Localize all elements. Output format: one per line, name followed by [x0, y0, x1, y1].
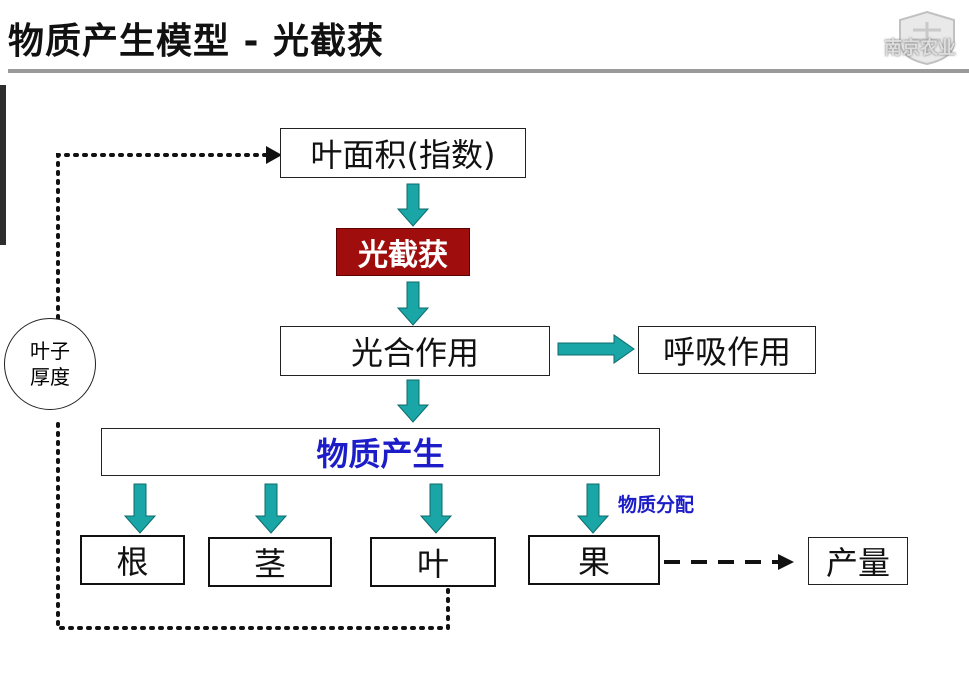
- node-matter-production: 物质产生: [101, 428, 660, 476]
- logo-text: 南京农业: [884, 38, 956, 59]
- title-divider: [8, 69, 969, 73]
- arrow-to-fruit: [576, 483, 610, 534]
- node-respiration: 呼吸作用: [638, 326, 816, 374]
- arrow-photosynthesis-to-matter: [396, 379, 430, 423]
- leaf-thickness-line1: 叶子: [30, 339, 70, 363]
- node-fruit: 果: [528, 535, 660, 585]
- arrow-leafarea-to-interception: [396, 183, 430, 227]
- node-root: 根: [80, 535, 185, 585]
- node-leaf: 叶: [370, 537, 496, 587]
- node-stem: 茎: [208, 537, 332, 587]
- yield-arrowhead: [778, 554, 794, 570]
- arrow-photosynthesis-to-respiration: [557, 334, 635, 364]
- node-leaf-thickness: 叶子 厚度: [4, 318, 96, 410]
- node-light-interception: 光截获: [336, 228, 470, 276]
- node-leaf-area: 叶面积(指数): [280, 128, 526, 178]
- leaf-thickness-line2: 厚度: [30, 365, 70, 389]
- page-title: 物质产生模型 - 光截获: [8, 21, 385, 62]
- window-edge-bar: [0, 85, 6, 245]
- feedback-dotted-loop: [56, 153, 450, 630]
- arrow-to-stem: [254, 483, 288, 534]
- node-yield: 产量: [808, 537, 908, 585]
- arrow-to-root: [123, 483, 157, 534]
- feedback-arrowhead: [266, 146, 282, 164]
- university-seal-icon: [899, 10, 955, 66]
- label-matter-allocation: 物质分配: [618, 494, 695, 516]
- arrow-interception-to-photosynthesis: [396, 281, 430, 326]
- arrow-to-leaf: [419, 483, 453, 534]
- node-photosynthesis: 光合作用: [280, 326, 550, 376]
